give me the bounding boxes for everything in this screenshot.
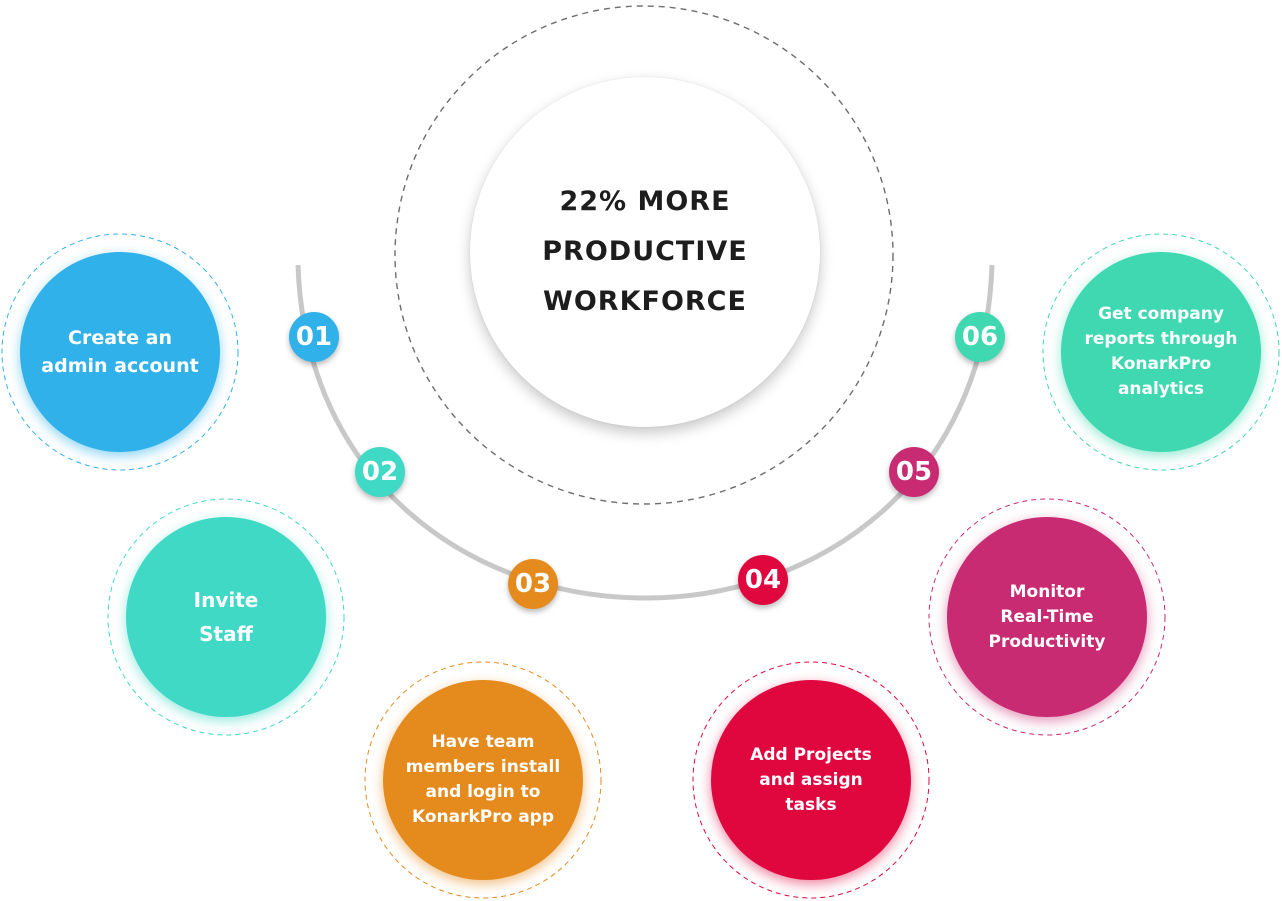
step-4-line-3: tasks	[785, 794, 837, 815]
step-6-circle: Get company reports through KonarkPro an…	[1061, 252, 1261, 452]
step-3-line-2: members install	[405, 757, 561, 777]
step-1-line-1: Create an	[68, 327, 172, 349]
step-4-number-badge: 04	[738, 555, 788, 605]
step-3-ring	[364, 661, 602, 899]
step-3-number-badge: 03	[508, 559, 558, 609]
step-2-number: 02	[361, 457, 399, 487]
step-4-line-1: Add Projects	[750, 744, 872, 765]
step-3-line-4: KonarkPro app	[411, 807, 555, 827]
center-dashed-ring	[394, 5, 894, 505]
step-6-line-3: KonarkPro	[1110, 354, 1212, 374]
step-5-number-badge: 05	[889, 447, 939, 497]
step-5-ring	[928, 498, 1166, 736]
headline-line-1: 22% MORE	[559, 186, 731, 217]
step-2-line-2: Staff	[199, 622, 253, 646]
progress-arc	[295, 264, 995, 601]
step-5-line-3: Productivity	[988, 631, 1106, 652]
step-6-line-2: reports through	[1084, 329, 1238, 349]
step-5-line-2: Real-Time	[1000, 606, 1094, 627]
step-1-line-2: admin account	[41, 355, 199, 377]
step-4-number: 04	[744, 565, 782, 595]
step-4-ring	[692, 661, 930, 899]
headline-circle: 22% MORE PRODUCTIVE WORKFORCE	[470, 77, 820, 427]
step-1-circle: Create an admin account	[20, 252, 220, 452]
step-5-circle: Monitor Real-Time Productivity	[947, 517, 1147, 717]
headline-line-3: WORKFORCE	[543, 286, 747, 317]
step-3-line-3: and login to	[425, 782, 541, 802]
step-1-ring	[1, 233, 239, 471]
step-4-circle: Add Projects and assign tasks	[711, 680, 911, 880]
step-5-number: 05	[895, 457, 933, 487]
step-3-number: 03	[514, 569, 552, 599]
headline-line-2: PRODUCTIVE	[542, 236, 748, 267]
step-6-ring	[1042, 233, 1280, 471]
step-6-number-badge: 06	[955, 312, 1005, 362]
step-1-number-badge: 01	[289, 312, 339, 362]
step-3-circle: Have team members install and login to K…	[383, 680, 583, 880]
step-3-line-1: Have team	[431, 732, 535, 752]
step-6-line-1: Get company	[1098, 304, 1224, 324]
step-2-circle: Invite Staff	[126, 517, 326, 717]
step-5-line-1: Monitor	[1009, 581, 1085, 602]
step-4-line-2: and assign	[759, 769, 863, 790]
step-6-number: 06	[961, 322, 999, 352]
step-2-number-badge: 02	[355, 447, 405, 497]
step-2-line-1: Invite	[193, 588, 259, 612]
step-6-line-4: analytics	[1117, 379, 1205, 399]
step-2-ring	[107, 498, 345, 736]
step-1-number: 01	[295, 322, 333, 352]
